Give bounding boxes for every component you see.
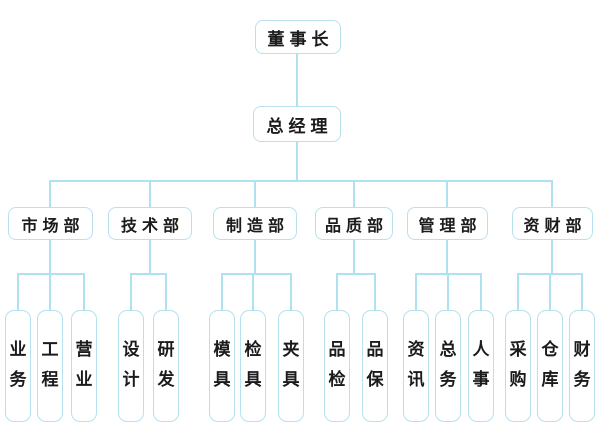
connector-chairman-gm: [296, 54, 298, 106]
connector-drop-dept: [551, 180, 553, 207]
connector-drop-section: [336, 273, 338, 310]
node-dept-manufacturing: 制造部: [213, 207, 297, 240]
connector-drop-section: [49, 273, 51, 310]
node-section: 研发: [153, 310, 179, 422]
connector-drop-dept: [254, 180, 256, 207]
node-section: 工程: [37, 310, 63, 422]
node-section: 总务: [435, 310, 461, 422]
connector-section-rail: [17, 273, 85, 275]
connector-drop-dept: [149, 180, 151, 207]
node-section: 资讯: [403, 310, 429, 422]
node-section: 业务: [5, 310, 31, 422]
connector-dept-sections: [149, 240, 151, 273]
node-section: 采购: [505, 310, 531, 422]
connector-drop-section: [252, 273, 254, 310]
connector-drop-dept: [353, 180, 355, 207]
connector-drop-section: [374, 273, 376, 310]
connector-dept-sections: [49, 240, 51, 273]
connector-drop-section: [415, 273, 417, 310]
connector-dept-sections: [353, 240, 355, 273]
connector-dept-sections: [551, 240, 553, 273]
connector-section-rail: [336, 273, 376, 275]
connector-drop-section: [581, 273, 583, 310]
connector-drop-section: [480, 273, 482, 310]
node-chairman: 董事长: [255, 20, 341, 54]
connector-gm-rail: [296, 142, 298, 180]
connector-dept-sections: [254, 240, 256, 273]
connector-drop-section: [290, 273, 292, 310]
connector-drop-section: [517, 273, 519, 310]
node-section: 品检: [324, 310, 350, 422]
node-dept-quality: 品质部: [315, 207, 393, 240]
connector-drop-section: [83, 273, 85, 310]
connector-drop-section: [221, 273, 223, 310]
node-section: 仓库: [537, 310, 563, 422]
connector-drop-dept: [446, 180, 448, 207]
node-dept-marketing: 市场部: [8, 207, 93, 240]
connector-drop-dept: [49, 180, 51, 207]
connector-drop-section: [549, 273, 551, 310]
node-dept-administration: 管理部: [407, 207, 488, 240]
node-section: 模具: [209, 310, 235, 422]
connector-drop-section: [130, 273, 132, 310]
node-section: 检具: [240, 310, 266, 422]
node-section: 人事: [468, 310, 494, 422]
node-section: 品保: [362, 310, 388, 422]
connector-dept-sections: [446, 240, 448, 273]
node-dept-finance-assets: 资财部: [512, 207, 593, 240]
node-section: 设计: [118, 310, 144, 422]
node-section: 财务: [569, 310, 595, 422]
connector-drop-section: [17, 273, 19, 310]
connector-drop-section: [165, 273, 167, 310]
node-dept-technology: 技术部: [108, 207, 192, 240]
connector-main-rail: [49, 180, 553, 182]
connector-drop-section: [447, 273, 449, 310]
node-section: 夹具: [278, 310, 304, 422]
connector-section-rail: [130, 273, 167, 275]
connector-section-rail: [221, 273, 292, 275]
node-section: 营业: [71, 310, 97, 422]
node-general-manager: 总经理: [253, 106, 341, 142]
